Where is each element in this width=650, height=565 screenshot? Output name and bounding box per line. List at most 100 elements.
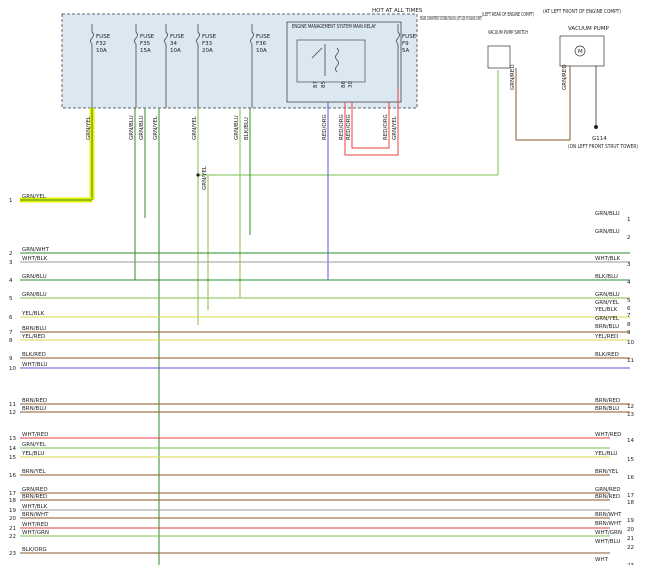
left-row-number: 4 — [9, 278, 13, 284]
fuse-group: FUSEF3210AFUSEF3515AFUSE3410AFUSEF3320AF… — [90, 24, 417, 108]
right-row-number: 3 — [627, 262, 631, 268]
fuse-symbol — [196, 24, 200, 108]
vertical-wire-label: GRN/BLU — [129, 115, 135, 140]
left-row-label: YEL/BLK — [21, 311, 45, 317]
right-row-number: 14 — [627, 438, 634, 444]
right-row-number: 1 — [627, 217, 631, 223]
left-row-number: 9 — [9, 356, 13, 362]
left-row-number: 11 — [9, 402, 16, 408]
right-row-number: 2 — [627, 235, 631, 241]
left-row-label: BRN/BLU — [22, 326, 46, 332]
left-row-label: GRN/WHT — [22, 247, 50, 253]
switch-name: VACUUM PUMP SWITCH — [488, 30, 528, 36]
right-row-number: 4 — [627, 280, 631, 286]
left-row-number: 6 — [9, 315, 13, 321]
left-row-label: BRN/RED — [22, 398, 47, 404]
fuse-label-word: FUSE — [402, 34, 417, 40]
vertical-wire-label: BLK/BLU — [244, 117, 250, 140]
wire-red-org-b — [351, 102, 390, 149]
right-row-label: WHT/BLK — [595, 256, 621, 262]
fuse-symbol — [396, 24, 400, 108]
left-row-label: BRN/YEL — [22, 469, 46, 475]
left-row-label: BRN/BLU — [22, 406, 46, 412]
right-row-label: WHT/RED — [595, 432, 621, 438]
fuse-symbol — [164, 24, 168, 108]
fuse-label-amp: 5A — [402, 48, 409, 54]
left-row-number: 7 — [9, 330, 13, 336]
right-row-number: 17 — [627, 493, 634, 499]
right-row-number: 22 — [627, 545, 634, 551]
left-row-label: WHT/GRN — [22, 530, 49, 536]
fuse-label-amp: 10A — [256, 48, 267, 54]
fuse-label-amp: 10A — [170, 48, 181, 54]
fuse-label-word: FUSE — [170, 34, 185, 40]
relay-pin-label: 86 — [341, 81, 347, 88]
left-row-number: 15 — [9, 455, 16, 461]
right-row-label: BRN/RED — [595, 494, 620, 500]
fuse-label-word: FUSE — [140, 34, 155, 40]
fuse-label-id: 34 — [170, 41, 177, 47]
left-row-number: 10 — [9, 366, 16, 372]
left-row-number: 17 — [9, 491, 16, 497]
relay-pin-label: 85 — [321, 81, 327, 88]
right-row-label: YEL/BLU — [594, 451, 617, 457]
vertical-wire-label: GRN/YEL — [192, 115, 198, 140]
fuse-label-amp: 20A — [202, 48, 213, 54]
left-row-label: YEL/RED — [21, 334, 45, 340]
right-row-label: GRN/YEL — [595, 300, 620, 306]
ground-note: (ON LEFT FRONT STRUT TOWER) — [568, 144, 638, 150]
distribution-box — [61, 13, 418, 109]
vacuum-pump-switch — [487, 45, 511, 69]
wire-red-org-a — [344, 102, 399, 156]
left-row-label: WHT/RED — [22, 432, 48, 438]
left-row-number: 5 — [9, 296, 13, 302]
left-row-number: 18 — [9, 498, 16, 504]
left-row-number: 21 — [9, 526, 16, 532]
left-row-number: 22 — [9, 534, 16, 540]
right-row-number: 20 — [627, 527, 634, 533]
right-row-label: WHT — [595, 557, 609, 563]
left-row-number: 14 — [9, 446, 16, 452]
fuse-label-id: F36 — [256, 41, 267, 47]
vertical-wire-label: GRN/RED — [562, 64, 568, 90]
right-row-label: BRN/YEL — [595, 469, 619, 475]
left-row-number: 16 — [9, 473, 16, 479]
right-row-label: GRN/BLU — [595, 211, 620, 217]
ground-symbol — [594, 125, 598, 129]
fuse-symbol — [250, 24, 254, 108]
right-row-number: 18 — [627, 500, 634, 506]
vertical-wire-label: RED/ORG — [339, 114, 345, 140]
right-row-label: GRN/BLU — [595, 292, 620, 298]
motor-letter: M — [578, 49, 583, 55]
motor-symbol — [574, 45, 586, 57]
relay-pin-label: 30 — [348, 81, 354, 88]
right-row-number: 8 — [627, 322, 631, 328]
right-row-label: GRN/RED — [595, 487, 621, 493]
right-row-number: 6 — [627, 306, 631, 312]
left-row-label: BRN/RED — [22, 494, 47, 500]
relay-pin-label: 87 — [313, 81, 319, 88]
left-row-label: YEL/BLU — [21, 451, 44, 457]
left-row-label: WHT/BLU — [22, 362, 47, 368]
fuse-label-word: FUSE — [96, 34, 111, 40]
left-row-number: 1 — [9, 198, 13, 204]
left-row-number: 8 — [9, 338, 13, 344]
left-row-number: 23 — [9, 551, 16, 557]
distribution-box-title: ENGINE COMPARTMENT DISTRIBUTION BOX (LEF… — [420, 16, 482, 22]
vertical-wire-label: RED/ORG — [383, 114, 389, 140]
left-row-label: GRN/BLU — [22, 274, 47, 280]
relay-title: ENGINE MANAGEMENT SYSTEM MAIN RELAY — [292, 24, 376, 30]
wire-grn-red-pump — [515, 66, 571, 141]
vertical-wire-label: GRN/BLU — [139, 115, 145, 140]
relay-coil-box — [296, 39, 366, 83]
vertical-wire-label: GRN/RED — [510, 64, 516, 90]
vertical-wire-label: GRN/BLU — [234, 115, 240, 140]
relay-box — [286, 21, 402, 103]
vertical-wire-label: GRN/YEL — [86, 115, 92, 140]
fuse-label-id: F9 — [402, 41, 409, 47]
right-row-number: 23 — [627, 563, 634, 565]
fuse-label-amp: 10A — [96, 48, 107, 54]
